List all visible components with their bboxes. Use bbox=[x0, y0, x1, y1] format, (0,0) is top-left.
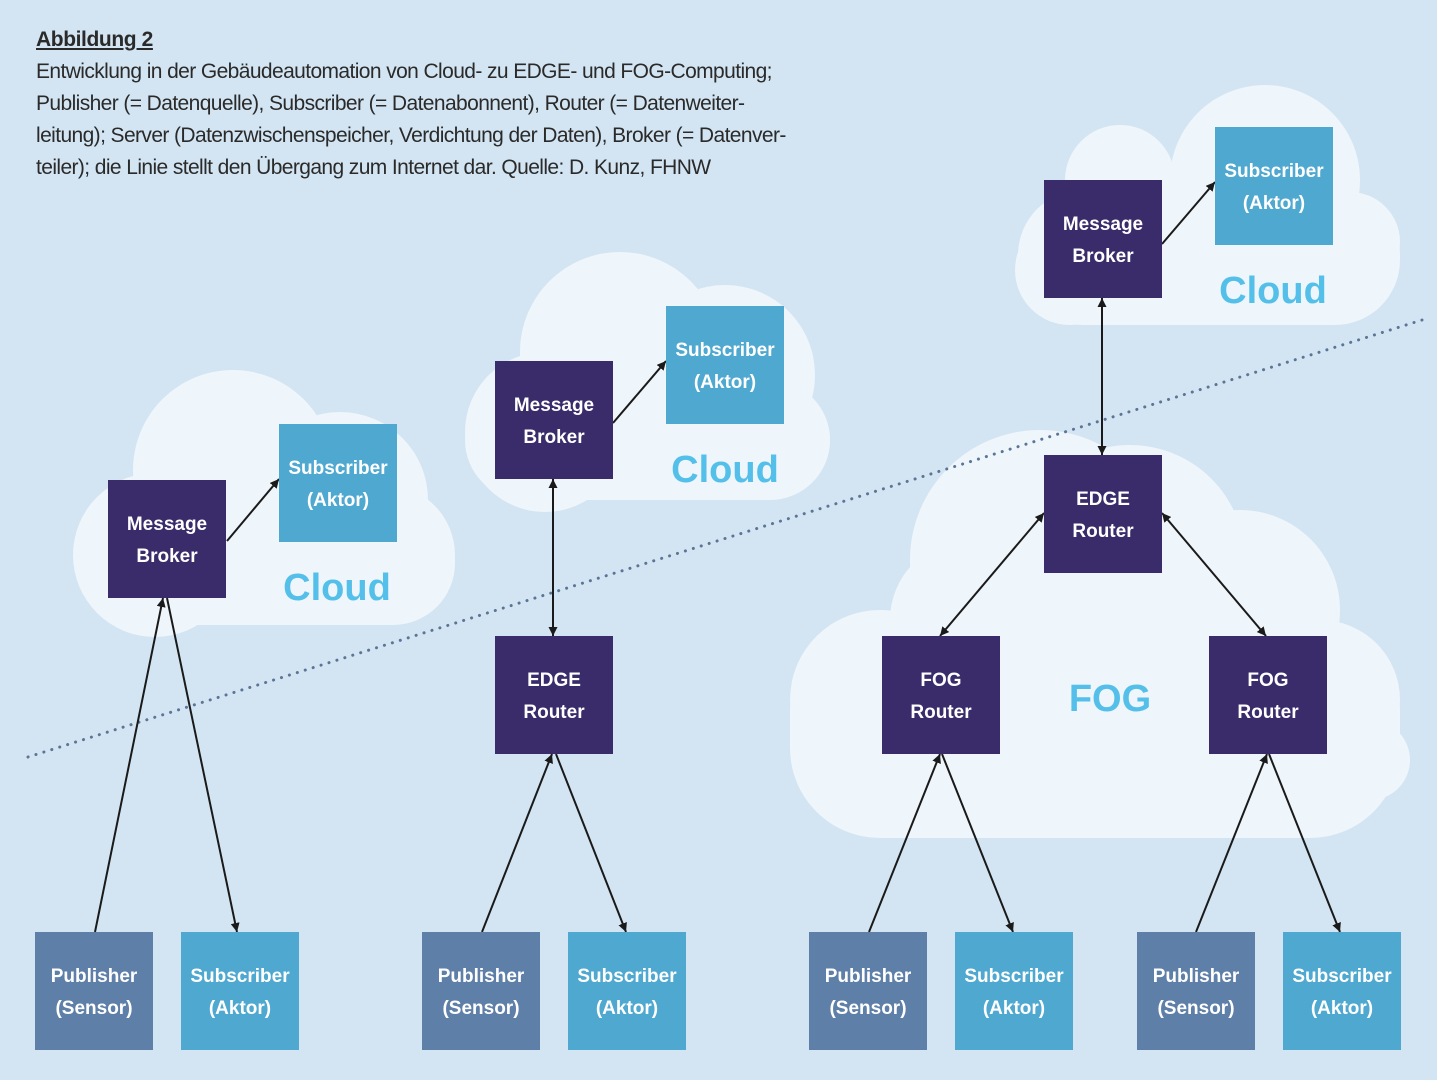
node-label-line: (Aktor) bbox=[1311, 998, 1373, 1019]
node-label-line: Subscriber bbox=[675, 340, 775, 361]
node-label-line: Publisher bbox=[438, 966, 525, 987]
arrow-broker1-to-sub1 bbox=[166, 597, 240, 933]
subscriber-node: Subscriber (Aktor) bbox=[666, 306, 784, 424]
node-label-line: (Aktor) bbox=[694, 372, 756, 393]
router-box bbox=[495, 636, 613, 754]
router-node: FOG Router bbox=[1209, 636, 1327, 754]
node-label-line: (Sensor) bbox=[829, 998, 906, 1019]
arrow-fogB-to-sub3b bbox=[1268, 753, 1341, 933]
node-label-line: Publisher bbox=[825, 966, 912, 987]
node-label-line: Subscriber bbox=[190, 966, 290, 987]
node-label-line: (Sensor) bbox=[442, 998, 519, 1019]
nodes-layer: MessageBrokerSubscriber(Aktor)Publisher(… bbox=[35, 127, 1401, 1050]
publisher-node: Publisher (Sensor) bbox=[35, 932, 153, 1050]
node-label-line: Broker bbox=[523, 427, 585, 448]
node-label-line: Broker bbox=[136, 546, 198, 567]
subscriber-node: Subscriber (Aktor) bbox=[955, 932, 1073, 1050]
publisher-node: Publisher (Sensor) bbox=[809, 932, 927, 1050]
subscriber-node: Subscriber (Aktor) bbox=[181, 932, 299, 1050]
subscriber-box bbox=[568, 932, 686, 1050]
node-label-line: (Sensor) bbox=[55, 998, 132, 1019]
arrow-pub3b-to-fogB bbox=[1195, 753, 1268, 933]
node-label-line: Message bbox=[1063, 214, 1143, 235]
subscriber-box bbox=[181, 932, 299, 1050]
node-label-line: (Aktor) bbox=[307, 490, 369, 511]
node-label-line: Subscriber bbox=[1292, 966, 1392, 987]
node-label-line: FOG bbox=[920, 670, 961, 691]
router-node: EDGE Router bbox=[1044, 455, 1162, 573]
zone-label: Cloud bbox=[1219, 270, 1327, 312]
arrow-edge2-to-sub2 bbox=[555, 753, 627, 933]
node-label-line: Router bbox=[910, 702, 972, 723]
router-box bbox=[1209, 636, 1327, 754]
edges-layer bbox=[94, 181, 1341, 933]
node-label-line: EDGE bbox=[1076, 489, 1130, 510]
subscriber-box bbox=[955, 932, 1073, 1050]
subscriber-box bbox=[279, 424, 397, 542]
publisher-node: Publisher (Sensor) bbox=[422, 932, 540, 1050]
node-label-line: (Sensor) bbox=[1157, 998, 1234, 1019]
publisher-box bbox=[422, 932, 540, 1050]
node-label-line: Router bbox=[1072, 521, 1134, 542]
figure-caption: Abbildung 2 Entwicklung in der Gebäudeau… bbox=[36, 28, 936, 184]
node-label-line: Subscriber bbox=[288, 458, 388, 479]
zone-label: Cloud bbox=[671, 449, 779, 491]
figure-title: Abbildung 2 bbox=[36, 28, 153, 51]
node-label-line: Publisher bbox=[1153, 966, 1240, 987]
publisher-box bbox=[35, 932, 153, 1050]
zone-label: FOG bbox=[1069, 678, 1151, 720]
arrow-pub2-to-edge2 bbox=[481, 753, 553, 933]
arrow-broker2-to-sub2c bbox=[612, 360, 667, 424]
arrow-fogA-to-sub3a bbox=[941, 753, 1014, 933]
publisher-box bbox=[1137, 932, 1255, 1050]
broker-box bbox=[495, 361, 613, 479]
node-label-line: Message bbox=[127, 514, 207, 535]
node-label-line: Router bbox=[523, 702, 585, 723]
node-label-line: Broker bbox=[1072, 246, 1134, 267]
node-label-line: (Aktor) bbox=[1243, 193, 1305, 214]
subscriber-box bbox=[666, 306, 784, 424]
subscriber-node: Subscriber (Aktor) bbox=[1215, 127, 1333, 245]
router-node: FOG Router bbox=[882, 636, 1000, 754]
subscriber-node: Subscriber (Aktor) bbox=[568, 932, 686, 1050]
internet-boundary-line bbox=[26, 318, 1424, 759]
node-label-line: Subscriber bbox=[1224, 161, 1324, 182]
publisher-box bbox=[809, 932, 927, 1050]
node-label-line: (Aktor) bbox=[983, 998, 1045, 1019]
router-box bbox=[1044, 455, 1162, 573]
router-node: EDGE Router bbox=[495, 636, 613, 754]
arrow-pub1-to-broker1 bbox=[94, 597, 166, 933]
node-label-line: Subscriber bbox=[964, 966, 1064, 987]
arrow-broker1-to-sub1c bbox=[226, 478, 280, 542]
node-label-line: (Aktor) bbox=[596, 998, 658, 1019]
node-label-line: Message bbox=[514, 395, 594, 416]
subscriber-box bbox=[1283, 932, 1401, 1050]
router-box bbox=[882, 636, 1000, 754]
subscriber-box bbox=[1215, 127, 1333, 245]
broker-box bbox=[108, 480, 226, 598]
subscriber-node: Subscriber (Aktor) bbox=[279, 424, 397, 542]
node-label-line: Subscriber bbox=[577, 966, 677, 987]
bidirectional-arrow-edge3-to-fogA bbox=[939, 512, 1045, 637]
broker-box bbox=[1044, 180, 1162, 298]
node-label-line: FOG bbox=[1247, 670, 1288, 691]
arrow-pub3a-to-fogA bbox=[868, 753, 941, 933]
arrow-broker3-to-sub3c bbox=[1161, 181, 1216, 245]
node-label-line: (Aktor) bbox=[209, 998, 271, 1019]
node-label-line: EDGE bbox=[527, 670, 581, 691]
node-label-line: Router bbox=[1237, 702, 1299, 723]
figure-description: Entwicklung in der Gebäudeautomation von… bbox=[36, 60, 786, 179]
publisher-node: Publisher (Sensor) bbox=[1137, 932, 1255, 1050]
subscriber-node: Subscriber (Aktor) bbox=[1283, 932, 1401, 1050]
node-label-line: Publisher bbox=[51, 966, 138, 987]
bidirectional-arrow-edge3-to-fogB bbox=[1161, 512, 1267, 637]
zone-label: Cloud bbox=[283, 567, 391, 609]
